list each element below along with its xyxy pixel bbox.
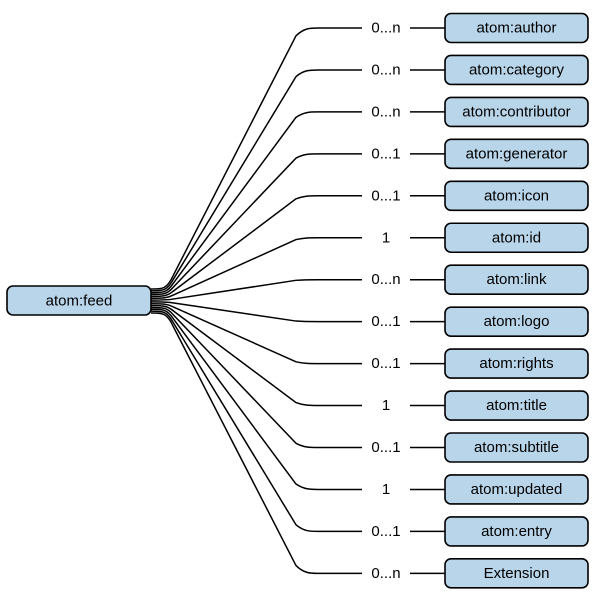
child-node: atom:title	[444, 390, 589, 421]
connector-line	[150, 304, 362, 407]
child-node: atom:rights	[444, 348, 589, 379]
child-node-box	[444, 306, 589, 337]
child-node-label: atom:generator	[466, 145, 568, 162]
child-node: atom:contributor	[444, 96, 589, 128]
child-nodes: 0...n atom:author 0...n atom:category 0...n a…	[371, 12, 589, 589]
child-node-box	[444, 558, 589, 589]
connector-line	[150, 310, 362, 533]
child-node-box	[444, 222, 589, 254]
child-node-box	[444, 264, 589, 296]
child-node: atom:category	[444, 54, 589, 86]
child-node: atom:subtitle	[444, 432, 589, 463]
connector-line	[150, 278, 362, 301]
child-node-label: atom:contributor	[462, 103, 570, 120]
cardinality-label: 0...1	[371, 355, 400, 372]
connector-line	[150, 69, 362, 292]
cardinality-label: 0...1	[371, 145, 400, 162]
child-node-label: atom:category	[469, 61, 565, 78]
child-node: atom:id	[444, 222, 589, 254]
child-node-box	[444, 516, 589, 547]
cardinality-label: 0...1	[371, 523, 400, 540]
connector-line	[150, 153, 362, 296]
child-node: atom:logo	[444, 306, 589, 337]
cardinality-label: 0...n	[371, 103, 400, 120]
child-node-label: atom:id	[492, 229, 541, 246]
child-node: atom:entry	[444, 516, 589, 547]
cardinality-label: 0...1	[371, 187, 400, 204]
child-node-box	[444, 12, 589, 44]
root-node-label: atom:feed	[46, 293, 113, 310]
connector-line	[150, 308, 362, 491]
connector-line	[150, 27, 362, 290]
connector-line	[150, 303, 362, 365]
child-node-box	[444, 96, 589, 128]
connector-line	[150, 237, 362, 299]
child-node-box	[444, 138, 589, 170]
child-node-label: atom:logo	[484, 313, 550, 330]
connector-line	[150, 306, 362, 449]
child-node: atom:link	[444, 264, 589, 296]
child-node-box	[444, 390, 589, 421]
child-node-label: atom:updated	[471, 481, 563, 498]
cardinality-label: 0...1	[371, 439, 400, 456]
child-node-label: atom:icon	[484, 187, 549, 204]
child-node-label: atom:title	[486, 397, 547, 414]
connector-line	[150, 111, 362, 294]
child-node-label: atom:author	[476, 20, 556, 37]
child-node-label: atom:subtitle	[474, 439, 559, 456]
child-node-label: Extension	[484, 565, 550, 582]
child-node: Extension	[444, 558, 589, 589]
child-node-box	[444, 474, 589, 505]
cardinality-label: 1	[382, 397, 390, 414]
connectors	[150, 27, 445, 575]
cardinality-label: 0...n	[371, 61, 400, 78]
child-node: atom:author	[444, 12, 589, 44]
child-node-box	[444, 432, 589, 463]
connector-line	[150, 312, 362, 575]
cardinality-label: 0...n	[371, 20, 400, 37]
cardinality-label: 0...1	[371, 313, 400, 330]
cardinality-label: 1	[382, 229, 390, 246]
child-node: atom:generator	[444, 138, 589, 170]
child-node: atom:icon	[444, 180, 589, 212]
child-node-box	[444, 348, 589, 379]
child-node: atom:updated	[444, 474, 589, 505]
child-node-label: atom:link	[486, 271, 547, 288]
child-node-box	[444, 54, 589, 86]
cardinality-label: 0...n	[371, 271, 400, 288]
root-node: atom:feed	[6, 285, 152, 316]
connector-line	[150, 195, 362, 298]
cardinality-label: 0...n	[371, 565, 400, 582]
root-node-box	[6, 285, 152, 316]
connector-line	[150, 301, 362, 323]
child-node-label: atom:rights	[479, 355, 553, 372]
child-node-box	[444, 180, 589, 212]
cardinality-label: 1	[382, 481, 390, 498]
child-node-label: atom:entry	[481, 523, 552, 540]
